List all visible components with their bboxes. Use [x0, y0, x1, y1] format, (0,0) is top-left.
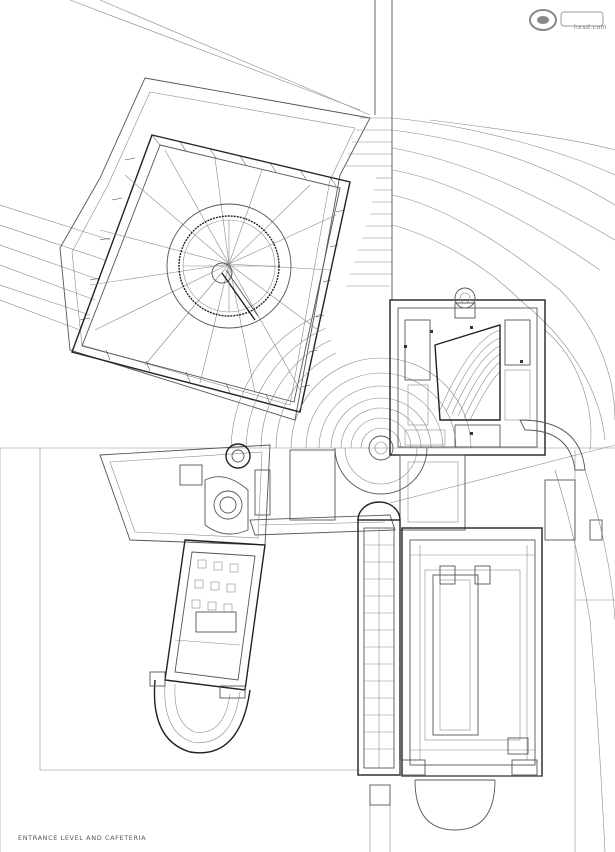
ramp-steps	[230, 117, 472, 495]
logo-mark-icon	[529, 9, 604, 31]
main-hall	[399, 479, 576, 831]
hxsd-logo	[527, 6, 607, 36]
square-pavilion	[59, 77, 371, 421]
long-gallery	[357, 501, 401, 806]
right-annex	[575, 519, 615, 601]
contour-lines	[391, 117, 615, 852]
entrance-hall	[249, 449, 466, 536]
cafeteria-wing	[99, 443, 271, 754]
auditorium-block	[389, 287, 586, 471]
plan-caption: ENTRANCE LEVEL AND CAFETERIA	[18, 834, 147, 842]
watermark-subtext: hxsd.com	[573, 24, 607, 31]
left-wing	[0, 204, 111, 331]
